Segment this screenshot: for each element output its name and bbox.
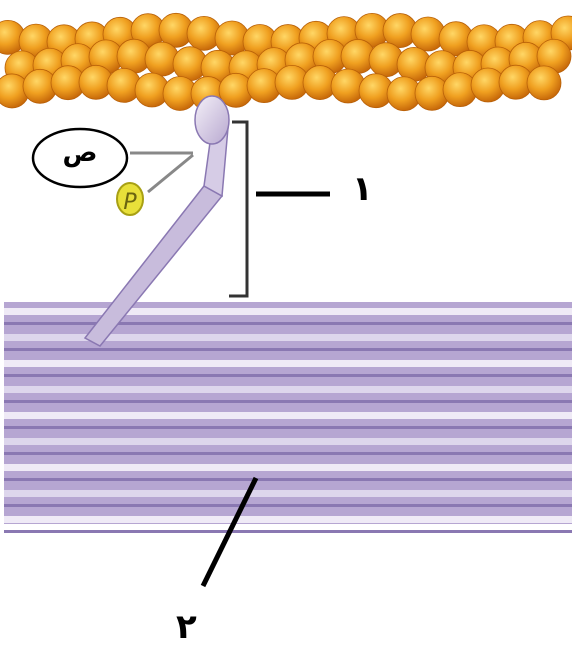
myosin-stripe bbox=[4, 478, 572, 481]
myosin-stripe bbox=[4, 426, 572, 429]
myosin-stripe bbox=[4, 360, 572, 367]
bubble-label: ص bbox=[58, 140, 102, 166]
phosphate-label: P bbox=[123, 190, 137, 215]
actin-bead bbox=[527, 66, 561, 100]
myosin-stripe bbox=[4, 452, 572, 455]
callout-label-2: ٢ bbox=[176, 610, 197, 644]
myosin-stripe bbox=[4, 374, 572, 377]
cross-bridge-bracket bbox=[229, 122, 247, 296]
myosin-stripe bbox=[4, 348, 572, 351]
myosin-stripe bbox=[4, 386, 572, 393]
callout-label-1: ١ bbox=[352, 172, 373, 206]
myosin-stripe bbox=[4, 400, 572, 403]
myosin-stripe bbox=[4, 322, 572, 325]
myosin-stripe bbox=[4, 412, 572, 419]
myosin-stripe bbox=[4, 464, 572, 471]
myosin-stripe bbox=[4, 530, 572, 533]
myosin-stripe bbox=[4, 308, 572, 315]
myosin-stripe bbox=[4, 438, 572, 445]
connector-lines bbox=[130, 153, 193, 192]
phosphate-molecule: P bbox=[117, 183, 143, 215]
actin-filament bbox=[0, 13, 572, 110]
myosin-stripe bbox=[4, 490, 572, 497]
myosin-stripe bbox=[4, 504, 572, 507]
myosin-stripe bbox=[4, 516, 572, 523]
